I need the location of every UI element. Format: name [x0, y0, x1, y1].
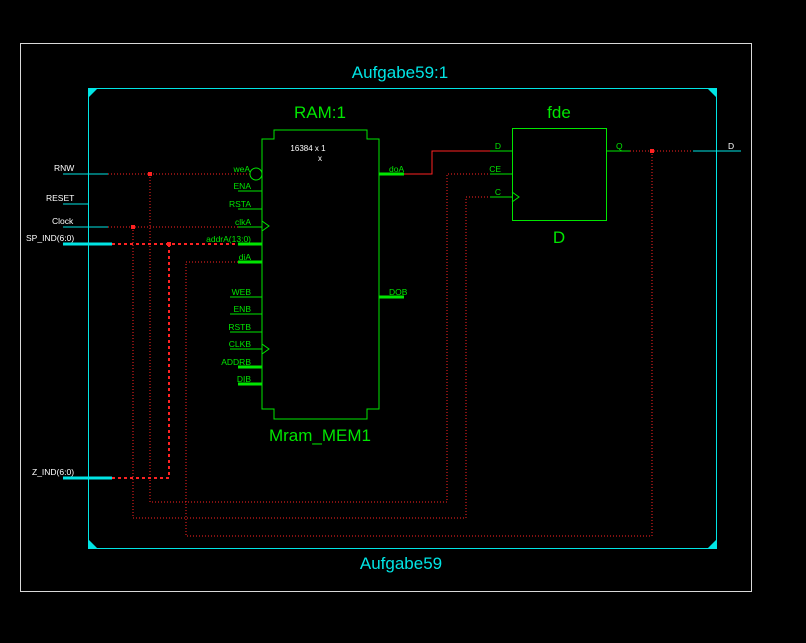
- junction-dot: [650, 149, 654, 153]
- fde-body[interactable]: [512, 128, 607, 221]
- port-reset[interactable]: RESET: [46, 193, 74, 203]
- port-clock[interactable]: Clock: [52, 216, 74, 226]
- corner-marker: [707, 539, 717, 549]
- pin-dib: DIB: [237, 374, 252, 384]
- pin-dob: DOB: [389, 287, 408, 297]
- net-doa-to-d[interactable]: [400, 150, 512, 175]
- pin-fde-d: D: [495, 141, 501, 151]
- pin-rsta: RSTA: [229, 199, 251, 209]
- pin-enb: ENB: [234, 304, 252, 314]
- pin-wea: weA: [232, 164, 250, 174]
- ram-pin-labels-right: doA DOB: [389, 164, 408, 297]
- pin-fde-c: C: [495, 187, 501, 197]
- junction-dot: [167, 242, 171, 246]
- instance-title: Aufgabe59:1: [352, 63, 448, 82]
- fde-title: fde: [547, 103, 571, 122]
- ram-size-line1: 16384 x 1: [290, 144, 326, 153]
- fde-block[interactable]: [490, 128, 630, 221]
- ram-pin-labels-left: weA ENA RSTA clkA addrA(13:0) diA WEB EN…: [206, 164, 251, 384]
- ram-block[interactable]: [230, 129, 404, 420]
- fde-instance: D: [553, 228, 565, 247]
- output-ports: D: [693, 141, 741, 152]
- fde-pin-labels: D CE C Q: [489, 141, 623, 197]
- ram-body[interactable]: [261, 129, 380, 420]
- module-name: Aufgabe59: [360, 554, 442, 573]
- corner-marker: [88, 88, 98, 98]
- net-clock-branch[interactable]: [132, 196, 512, 519]
- net-z-ind[interactable]: [112, 244, 170, 479]
- pin-dia: diA: [239, 252, 252, 262]
- clka-triangle: [261, 220, 270, 232]
- pin-addrb: ADDRB: [221, 357, 251, 367]
- input-ports: RNW RESET Clock SP_IND(6:0) Z_IND(6:0): [26, 163, 112, 480]
- wea-bubble: [249, 167, 263, 181]
- pin-addra: addrA(13:0): [206, 234, 251, 244]
- bus-nets: [112, 243, 238, 479]
- pin-rstb: RSTB: [228, 322, 251, 332]
- ram-title: RAM:1: [294, 103, 346, 122]
- port-sp-ind[interactable]: SP_IND(6:0): [26, 233, 74, 243]
- ram-instance: Mram_MEM1: [269, 426, 371, 445]
- corner-marker: [88, 539, 98, 549]
- pin-fde-q: Q: [616, 141, 623, 151]
- junctions: [131, 149, 654, 246]
- clkb-triangle: [261, 343, 270, 355]
- pin-ena: ENA: [234, 181, 252, 191]
- junction-dot: [131, 225, 135, 229]
- sheet-frame: [20, 43, 752, 592]
- port-rnw[interactable]: RNW: [54, 163, 74, 173]
- module-boundary[interactable]: [88, 88, 717, 549]
- corner-marker: [707, 88, 717, 98]
- nets: [108, 150, 693, 537]
- junction-dot: [148, 172, 152, 176]
- pin-doa: doA: [389, 164, 404, 174]
- ram-size-line2: x: [318, 154, 322, 163]
- fde-clock-triangle: [511, 191, 520, 203]
- pin-web: WEB: [232, 287, 252, 297]
- port-d-out[interactable]: D: [728, 141, 734, 151]
- pin-clkb: CLKB: [229, 339, 252, 349]
- pin-clka: clkA: [235, 217, 251, 227]
- net-rnw-branch[interactable]: [149, 173, 512, 503]
- port-z-ind[interactable]: Z_IND(6:0): [32, 467, 74, 477]
- pin-fde-ce: CE: [489, 164, 501, 174]
